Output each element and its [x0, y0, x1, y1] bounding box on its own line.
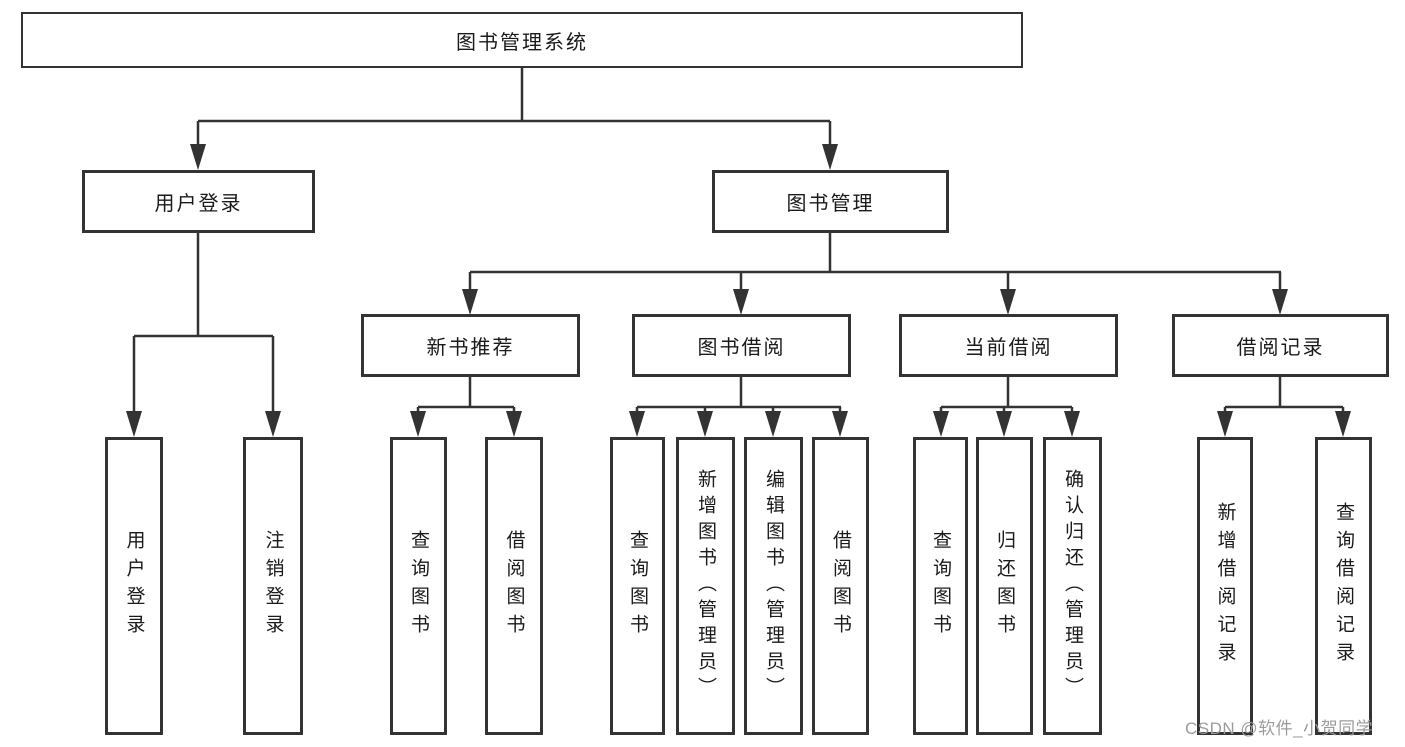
node-new-book-recommendation: 新书推荐 — [361, 314, 580, 377]
leaf-edit-book-admin: 编辑图书（管理员） — [744, 437, 803, 735]
leaf-query-books-borrowing: 查询图书 — [610, 437, 665, 735]
leaf-borrow-books-borrowing: 借阅图书 — [812, 437, 869, 735]
node-library-management-system: 图书管理系统 — [21, 12, 1023, 68]
book-management-connectors — [462, 233, 1288, 315]
borrowing-records-connectors — [1217, 377, 1351, 437]
leaf-add-book-admin: 新增图书（管理员） — [676, 437, 735, 735]
leaf-logout: 注销登录 — [243, 437, 303, 735]
leaf-query-books-recommend: 查询图书 — [390, 437, 447, 735]
book-borrowing-connectors — [629, 377, 848, 437]
root-connectors — [190, 68, 838, 170]
leaf-user-login: 用户登录 — [105, 437, 163, 735]
node-borrowing-records: 借阅记录 — [1172, 314, 1389, 377]
leaf-borrow-books-recommend: 借阅图书 — [485, 437, 543, 735]
node-current-borrowing: 当前借阅 — [899, 314, 1118, 377]
leaf-add-borrow-record: 新增借阅记录 — [1197, 437, 1253, 735]
user-login-connectors — [126, 233, 281, 437]
current-borrowing-connectors — [933, 377, 1080, 437]
leaf-query-books-current: 查询图书 — [913, 437, 968, 735]
leaf-return-books: 归还图书 — [976, 437, 1033, 735]
leaf-confirm-return-admin: 确认归还（管理员） — [1043, 437, 1102, 735]
leaf-query-borrow-record: 查询借阅记录 — [1315, 437, 1372, 735]
csdn-watermark: CSDN @软件_小贺同学 — [1185, 719, 1374, 738]
node-book-management: 图书管理 — [712, 170, 949, 233]
node-user-login: 用户登录 — [82, 170, 315, 233]
node-book-borrowing: 图书借阅 — [632, 314, 851, 377]
new-book-recommendation-connectors — [410, 377, 522, 437]
